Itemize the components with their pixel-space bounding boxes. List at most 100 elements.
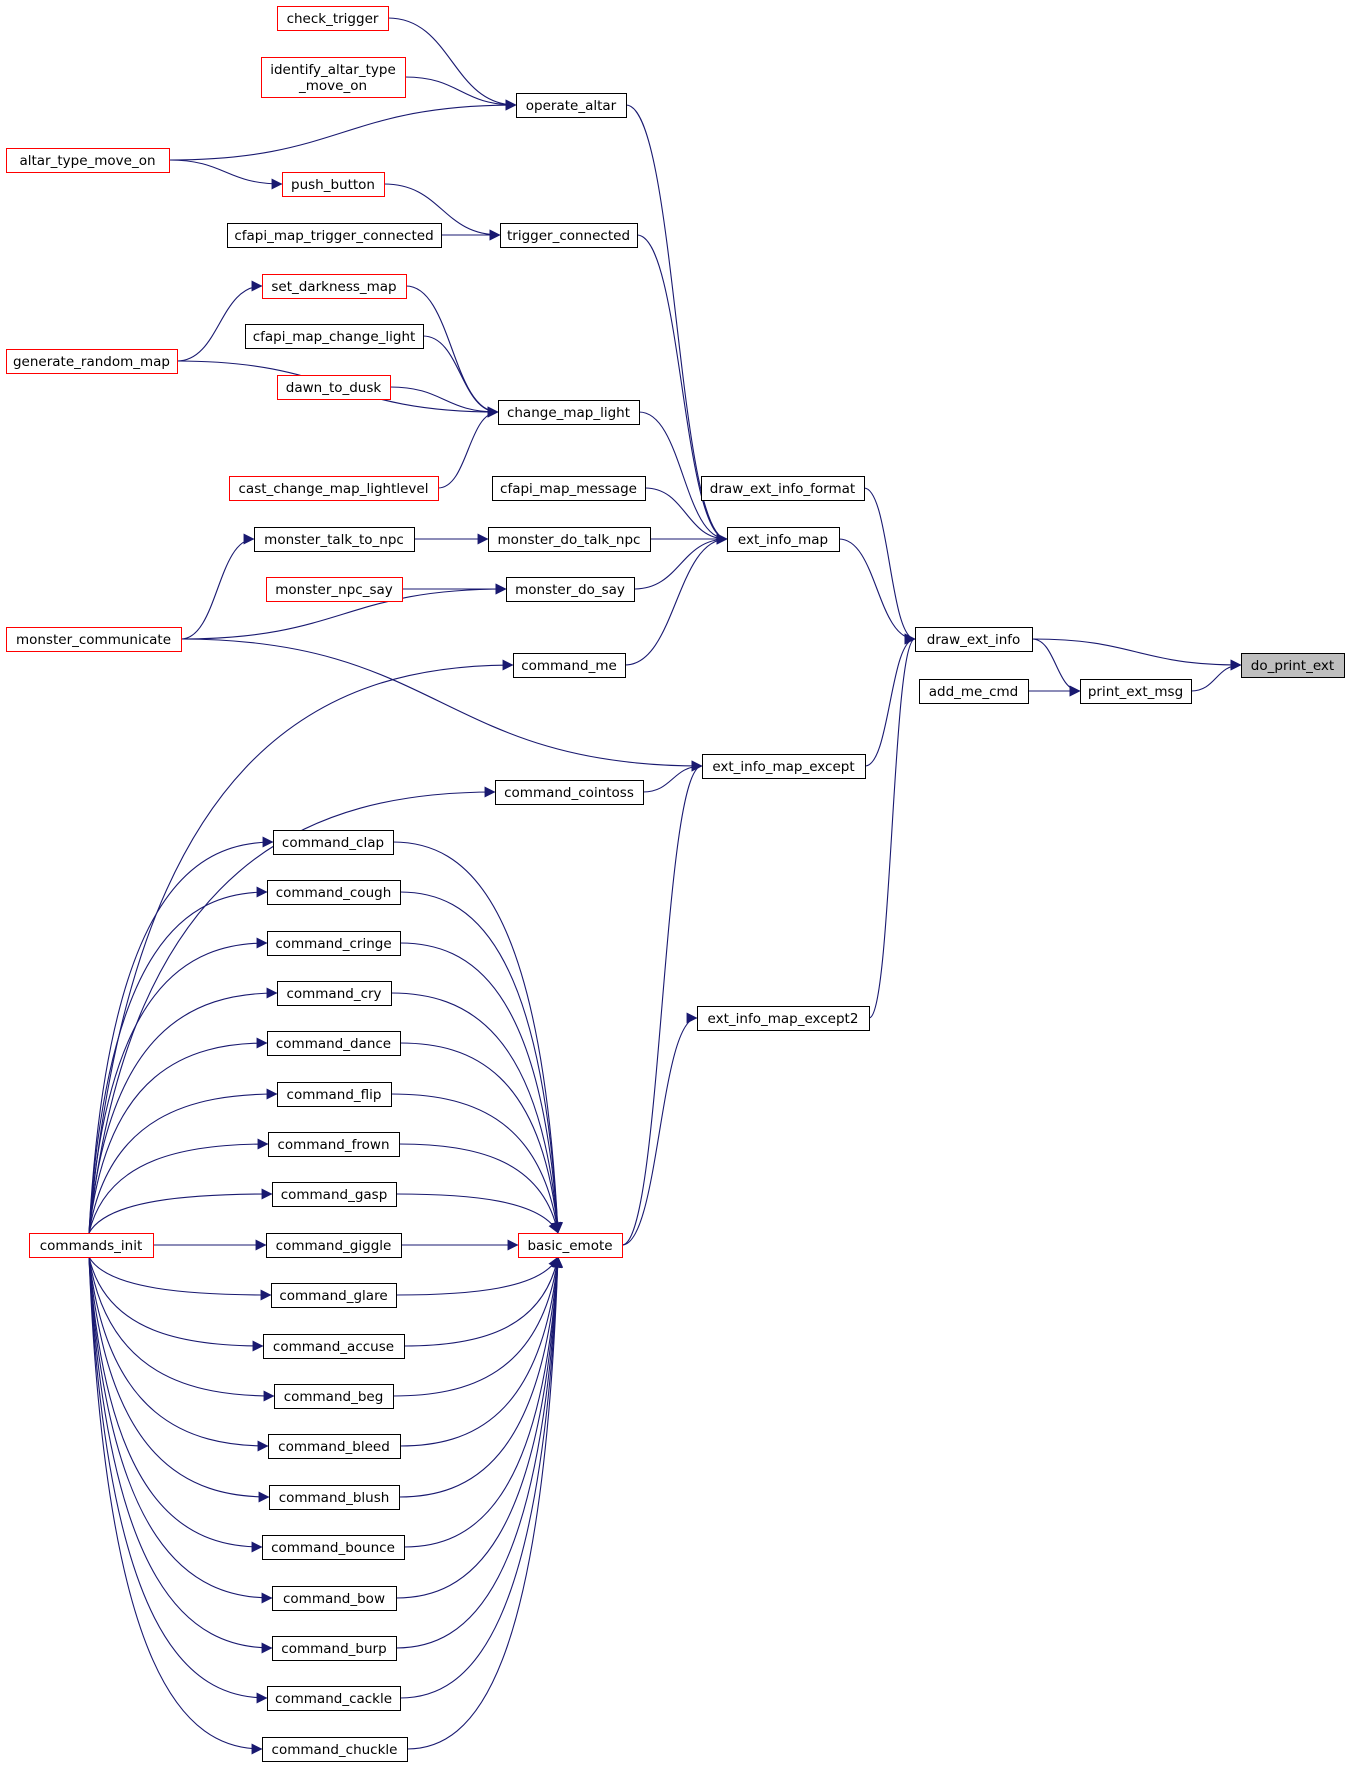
node-command-chuckle[interactable]: command_chuckle [262,1737,408,1762]
node-box [229,476,439,501]
node-box [261,57,406,98]
node-command-bleed[interactable]: command_bleed [268,1434,401,1459]
node-monster-npc-say[interactable]: monster_npc_say [266,577,403,602]
node-command-cackle[interactable]: command_cackle [267,1686,401,1711]
edge-command-cackle-to-basic-emote [399,1256,564,1699]
node-do-print-ext[interactable]: do_print_ext [1241,653,1345,678]
edge-operate-altar-to-ext-info-map [625,104,728,545]
node-command-giggle[interactable]: command_giggle [266,1233,402,1258]
edge-commands-init-to-command-chuckle [88,1256,263,1755]
edge-command-cointoss-to-ext-info-map-except [642,760,703,793]
edge-command-bleed-to-basic-emote [399,1256,563,1447]
edge-cast-change-map-lightlevel-to-change-map-light [437,406,499,489]
node-command-burp[interactable]: command_burp [272,1636,397,1661]
node-command-blush[interactable]: command_blush [269,1485,400,1510]
node-label: monster_do_talk_npc [498,532,641,548]
edge-trigger-connected-to-ext-info-map [636,234,728,545]
node-generate-random-map[interactable]: generate_random_map [6,349,178,374]
edge-commands-init-to-command-bow [88,1256,273,1604]
node-box [254,527,415,552]
node-check-trigger[interactable]: check_trigger [277,6,389,31]
edge-command-cry-to-basic-emote [390,992,563,1234]
node-command-glare[interactable]: command_glare [271,1283,397,1308]
node-box [1080,679,1192,704]
node-change-map-light[interactable]: change_map_light [498,400,640,425]
node-identify-altar-type-move-on[interactable]: identify_altar_type_move_on [261,57,406,98]
node-cfapi-map-trigger-connected[interactable]: cfapi_map_trigger_connected [227,223,442,248]
node-command-bounce[interactable]: command_bounce [262,1535,405,1560]
node-command-dance[interactable]: command_dance [267,1031,401,1056]
node-ext-info-map-except[interactable]: ext_info_map_except [702,754,866,779]
edge-ext-info-map-except-to-draw-ext-info [864,633,916,767]
node-command-cointoss[interactable]: command_cointoss [495,780,644,805]
node-basic-emote[interactable]: basic_emote [518,1233,623,1258]
node-command-gasp[interactable]: command_gasp [272,1182,397,1207]
node-box [29,1233,154,1258]
node-add-me-cmd[interactable]: add_me_cmd [919,679,1029,704]
node-label: command_bow [283,1591,385,1607]
node-command-clap[interactable]: command_clap [273,830,394,855]
node-command-me[interactable]: command_me [513,653,626,678]
node-command-cry[interactable]: command_cry [277,981,392,1006]
node-label: dawn_to_dusk [286,380,382,396]
node-label: identify_altar_type [270,62,396,78]
node-command-bow[interactable]: command_bow [272,1586,397,1611]
node-command-accuse[interactable]: command_accuse [263,1334,405,1359]
edge-commands-init-to-command-me [88,659,514,1234]
node-box [492,476,646,501]
node-ext-info-map[interactable]: ext_info_map [727,527,840,552]
node-label: command_dance [276,1036,391,1052]
node-box [6,349,178,374]
node-monster-talk-to-npc[interactable]: monster_talk_to_npc [254,527,415,552]
edge-command-cough-to-basic-emote [399,891,563,1234]
node-altar-type-move-on[interactable]: altar_type_move_on [6,148,170,173]
node-label: monster_npc_say [275,582,393,598]
edge-command-blush-to-basic-emote [398,1256,563,1498]
edge-basic-emote-to-ext-info-map-except2 [621,1012,698,1246]
node-command-beg[interactable]: command_beg [274,1384,394,1409]
edge-commands-init-to-command-accuse [88,1256,264,1352]
node-monster-do-say[interactable]: monster_do_say [506,577,635,602]
edge-command-burp-to-basic-emote [395,1256,563,1649]
node-label: command_cry [286,986,381,1002]
node-draw-ext-info[interactable]: draw_ext_info [915,627,1033,652]
node-set-darkness-map[interactable]: set_darkness_map [262,274,407,299]
node-print-ext-msg[interactable]: print_ext_msg [1080,679,1192,704]
node-monster-do-talk-npc[interactable]: monster_do_talk_npc [488,527,651,552]
edge-commands-init-to-command-gasp [88,1188,273,1234]
node-command-cough[interactable]: command_cough [267,880,401,905]
edge-monster-communicate-to-ext-info-map-except [180,638,703,772]
node-command-flip[interactable]: command_flip [277,1082,392,1107]
node-ext-info-map-except2[interactable]: ext_info_map_except2 [697,1006,870,1031]
node-box [274,1384,394,1409]
node-label: monster_communicate [16,632,171,648]
node-label: ext_info_map_except [712,759,854,775]
node-command-frown[interactable]: command_frown [268,1132,400,1157]
node-cfapi-map-change-light[interactable]: cfapi_map_change_light [245,324,424,349]
node-operate-altar[interactable]: operate_altar [516,93,627,118]
edge-commands-init-to-command-frown [88,1138,269,1234]
node-label: command_cackle [275,1691,392,1707]
node-dawn-to-dusk[interactable]: dawn_to_dusk [277,375,391,400]
edge-commands-init-to-command-cry [88,987,278,1234]
node-commands-init[interactable]: commands_init [29,1233,154,1258]
node-box [513,653,626,678]
node-command-cringe[interactable]: command_cringe [267,931,401,956]
node-monster-communicate[interactable]: monster_communicate [6,627,182,652]
node-trigger-connected[interactable]: trigger_connected [500,223,638,248]
node-label: command_frown [278,1137,390,1153]
node-label: ext_info_map [738,532,828,548]
edge-identify-altar-type-move-on-to-operate-altar [404,76,517,111]
node-box [272,1182,397,1207]
node-push-button[interactable]: push_button [282,172,385,197]
node-cast-change-map-lightlevel[interactable]: cast_change_map_lightlevel [229,476,439,501]
node-draw-ext-info-format[interactable]: draw_ext_info_format [701,476,865,501]
node-label: command_gasp [281,1187,388,1203]
node-box [915,627,1033,652]
edge-generate-random-map-to-set-darkness-map [176,280,263,362]
node-cfapi-map-message[interactable]: cfapi_map_message [492,476,646,501]
node-box [919,679,1029,704]
node-box [697,1006,870,1031]
edge-command-gasp-to-basic-emote [395,1193,559,1234]
edge-dawn-to-dusk-to-change-map-light [389,386,499,418]
